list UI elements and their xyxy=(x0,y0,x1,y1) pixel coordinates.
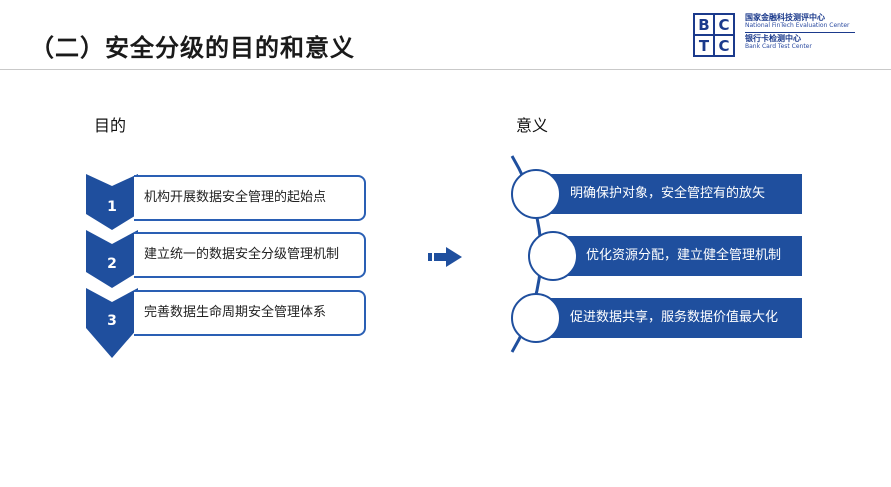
page-title: （二）安全分级的目的和意义 xyxy=(30,34,355,62)
bctc-logo: B C T C 国家金融科技测评中心 National FinTech Eval… xyxy=(693,13,855,57)
step-chevron-1 xyxy=(86,174,138,230)
logo-letter-t: T xyxy=(699,37,710,55)
step-number-3: 3 xyxy=(107,313,117,329)
meaning-heading: 意义 xyxy=(516,116,549,135)
logo-cn-top: 国家金融科技测评中心 xyxy=(745,13,825,22)
meaning-bar-2: 优化资源分配，建立健全管理机制 xyxy=(556,236,802,276)
step-box-3: 完善数据生命周期安全管理体系 xyxy=(134,290,366,336)
meaning-circle-1 xyxy=(511,169,561,219)
logo-letter-c2: C xyxy=(718,37,729,55)
logo-separator xyxy=(745,32,855,33)
logo-en-top: National FinTech Evaluation Center xyxy=(745,22,850,29)
bctc-logo-mark: B C T C xyxy=(693,13,735,57)
title-divider xyxy=(0,69,891,70)
logo-cn-bottom: 银行卡检测中心 xyxy=(745,34,801,43)
logo-letter-c: C xyxy=(718,16,729,34)
step-box-2: 建立统一的数据安全分级管理机制 xyxy=(134,232,366,278)
logo-text: 国家金融科技测评中心 National FinTech Evaluation C… xyxy=(745,14,855,51)
meaning-circle-2 xyxy=(528,231,578,281)
arrow-right-icon xyxy=(428,247,462,267)
logo-letter-b: B xyxy=(698,16,709,34)
meaning-bar-3: 促进数据共享，服务数据价值最大化 xyxy=(540,298,802,338)
step-number-2: 2 xyxy=(107,256,117,272)
logo-en-bottom: Bank Card Test Center xyxy=(745,43,812,50)
step-number-1: 1 xyxy=(107,199,117,215)
step-chevron-3 xyxy=(86,288,138,358)
meaning-bar-1: 明确保护对象，安全管控有的放矢 xyxy=(540,174,802,214)
meaning-circle-3 xyxy=(511,293,561,343)
step-box-1: 机构开展数据安全管理的起始点 xyxy=(134,175,366,221)
purpose-heading: 目的 xyxy=(94,116,127,135)
step-chevron-2 xyxy=(86,230,138,288)
